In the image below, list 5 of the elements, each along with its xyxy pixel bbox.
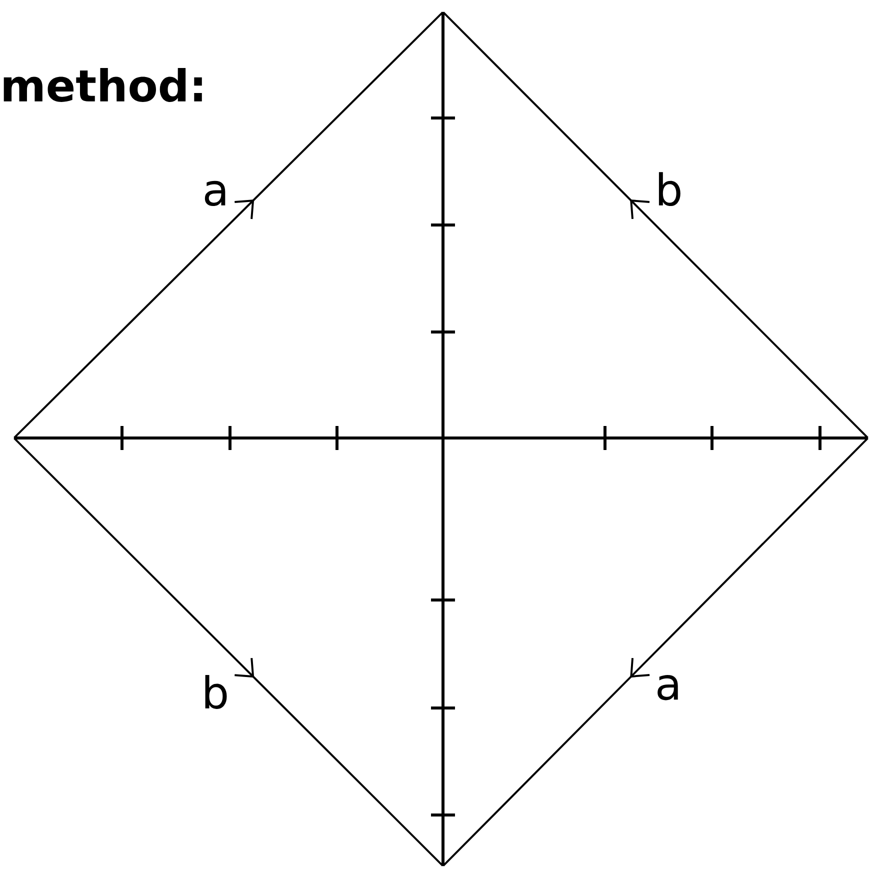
edge-label: a [658,675,678,700]
heading: method: [4,68,202,102]
edge-label: b [205,675,227,709]
edge-label: b [658,172,680,206]
edge-label: a [204,180,226,206]
